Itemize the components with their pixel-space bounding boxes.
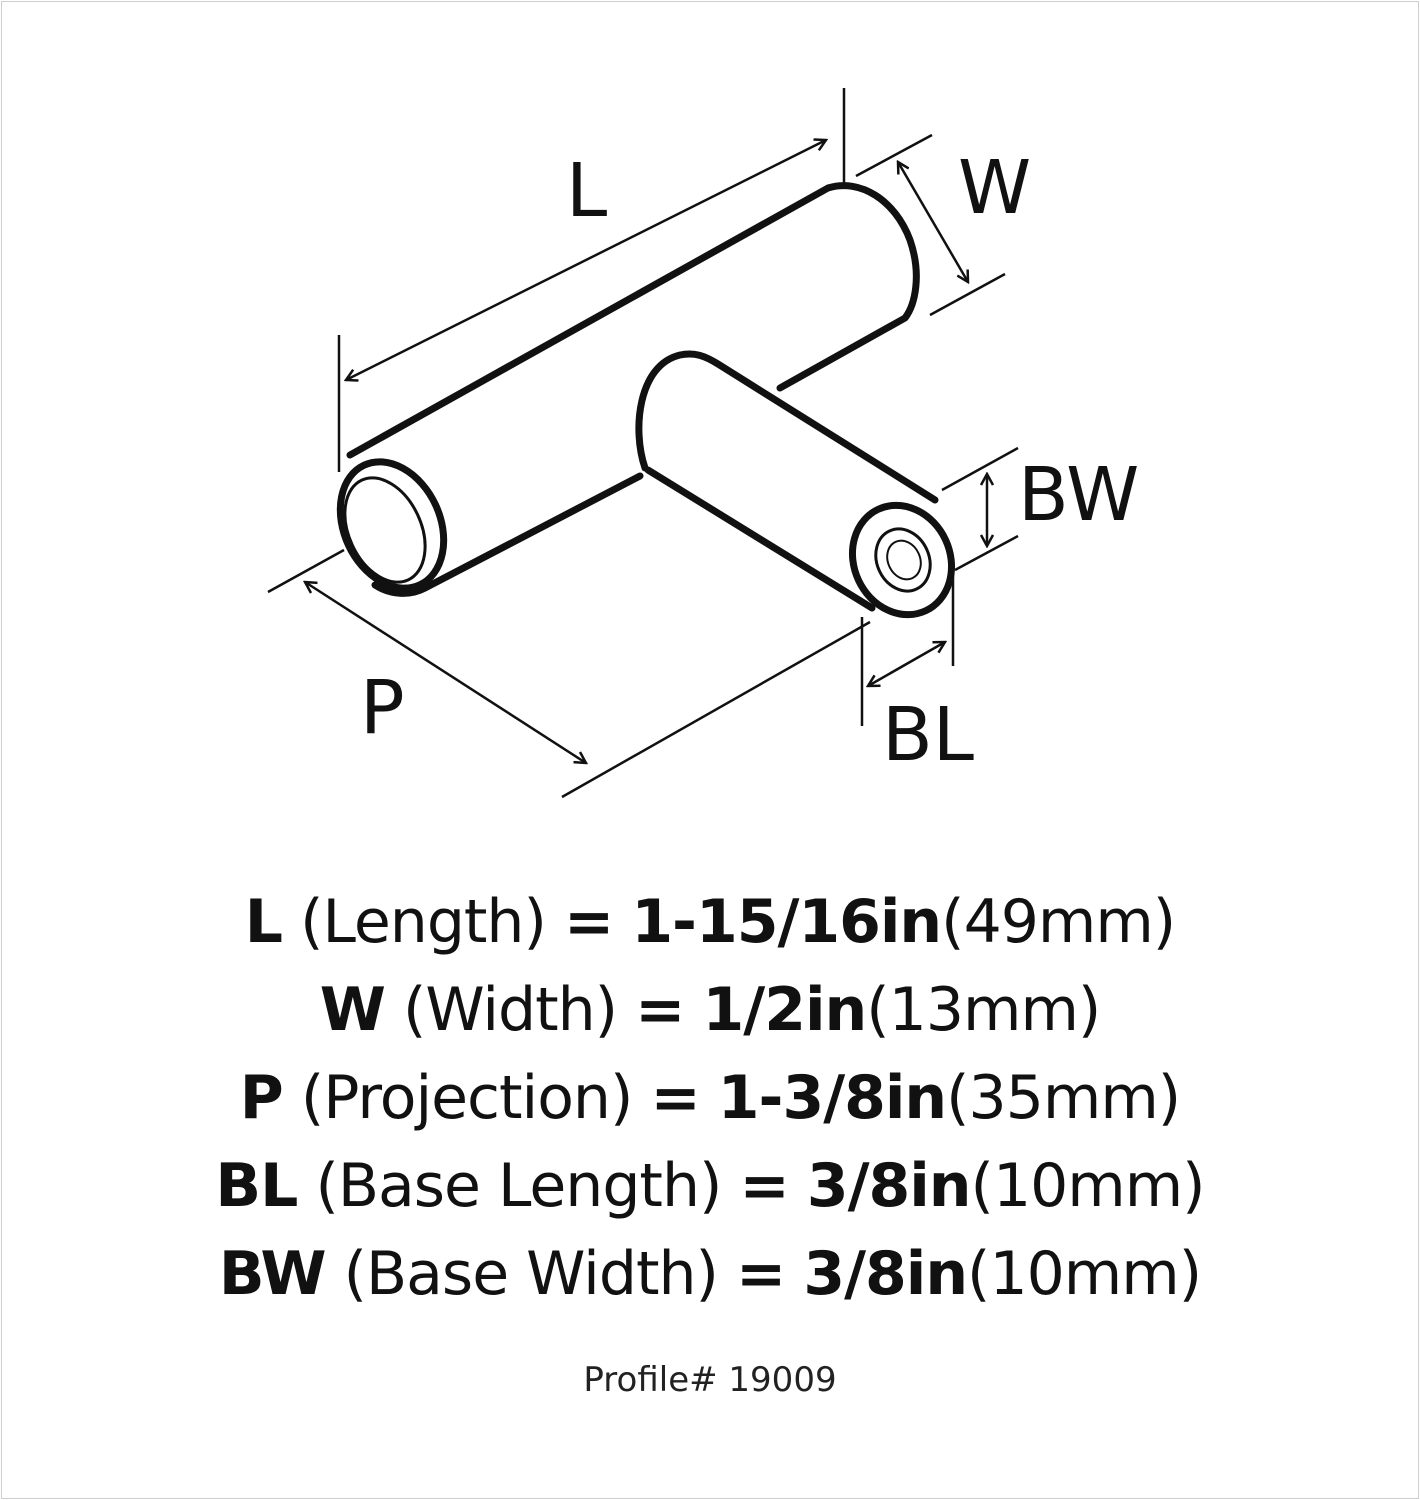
label-bl: BL [882,692,974,778]
spec-equals: = [650,1063,700,1133]
spec-equals: = [739,1151,789,1221]
spec-name: (Width) [402,975,618,1045]
stem-end-cap [848,501,956,619]
spec-imperial: 3/8in [803,1239,968,1309]
dimension-specs: L (Length) = 1-15/16in(49mm) W (Width) =… [0,878,1420,1318]
threaded-hole [874,527,932,593]
spec-name: (Base Length) [315,1151,722,1221]
spec-code: BL [215,1151,298,1221]
spec-metric: (35mm) [946,1063,1181,1133]
profile-number: Profile# 19009 [583,1360,837,1400]
label-p: P [360,665,405,751]
w-extension-line [855,133,933,178]
spec-equals: = [735,1239,786,1309]
spec-code: P [239,1063,284,1133]
spec-base-width: BW (Base Width) = 3/8in(10mm) [0,1230,1420,1318]
p-dimension-arrow [305,582,586,763]
spec-width: W (Width) = 1/2in(13mm) [0,966,1420,1054]
spec-base-length: BL (Base Length) = 3/8in(10mm) [0,1142,1420,1230]
bw-extension-line [941,446,1019,492]
spec-metric: (49mm) [941,887,1176,957]
spec-code: BW [218,1239,327,1309]
spec-length: L (Length) = 1-15/16in(49mm) [0,878,1420,966]
spec-name: (Projection) [300,1063,634,1133]
spec-metric: (10mm) [967,1239,1202,1309]
p-extension-line [561,620,871,799]
spec-imperial: 1-3/8in [717,1063,947,1133]
spec-metric: (10mm) [970,1151,1206,1221]
spec-imperial: 1-15/16in [631,887,942,957]
spec-name: (Length) [300,887,547,957]
t-bar-knob-drawing: L W BW P BL [267,88,1139,799]
l-dimension-arrow [346,140,826,380]
w-extension-line [929,272,1006,317]
label-w: W [958,145,1031,231]
spec-equals: = [635,975,685,1045]
spec-code: L [244,887,283,957]
spec-equals: = [563,887,614,957]
w-dimension-arrow [898,162,968,282]
spec-name: (Base Width) [343,1239,719,1309]
label-bw: BW [1018,452,1139,538]
knob-bar [336,182,920,597]
p-extension-line [267,548,345,594]
spec-metric: (13mm) [866,975,1101,1045]
spec-imperial: 3/8in [806,1151,972,1221]
bw-extension-line [954,534,1019,572]
bl-dimension-arrow [868,642,945,686]
spec-projection: P (Projection) = 1-3/8in(35mm) [0,1054,1420,1142]
bar-end-face [343,476,427,584]
label-l: L [566,148,607,234]
spec-imperial: 1/2in [702,975,868,1045]
spec-code: W [319,975,386,1045]
